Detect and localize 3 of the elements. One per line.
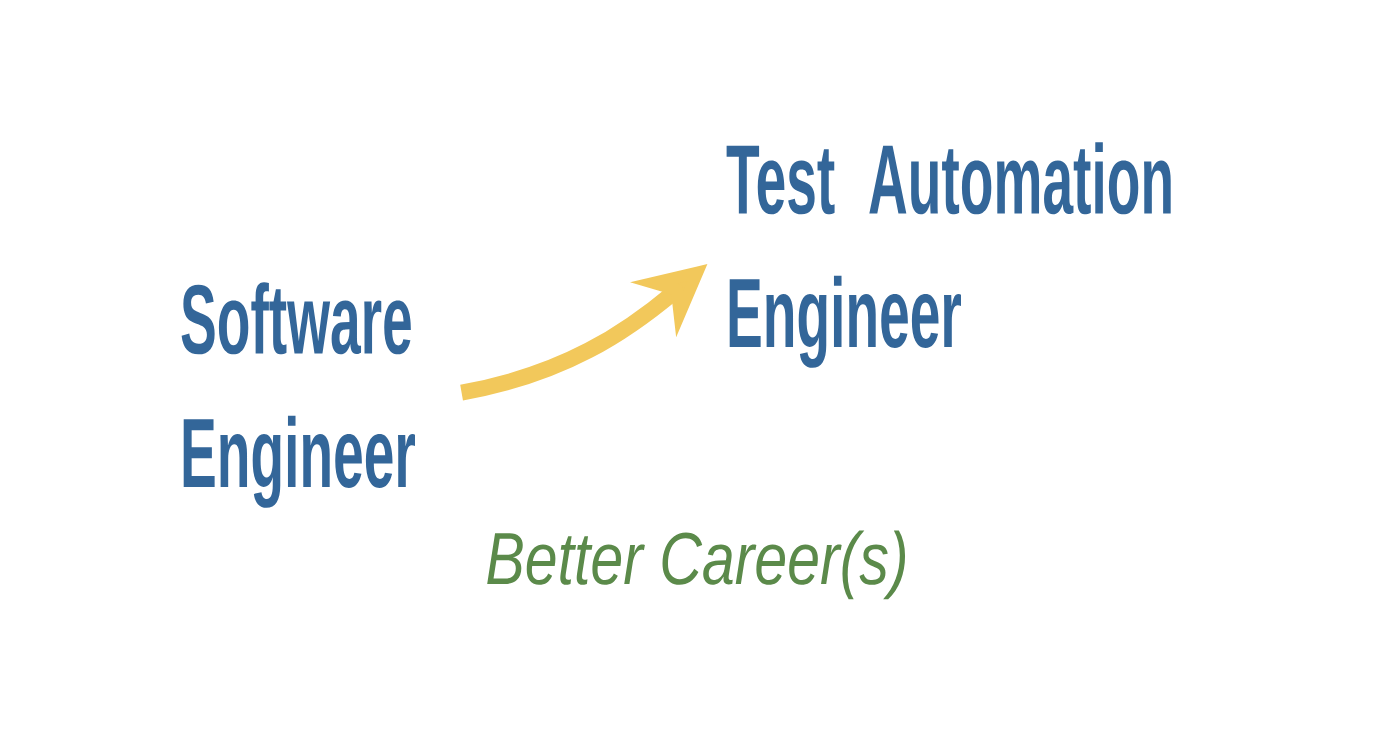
career-title: Software Engineer (181, 282, 415, 508)
career-title: Test Automation Engineer (726, 142, 1171, 368)
caption-text: Better Career(s) (487, 530, 906, 600)
